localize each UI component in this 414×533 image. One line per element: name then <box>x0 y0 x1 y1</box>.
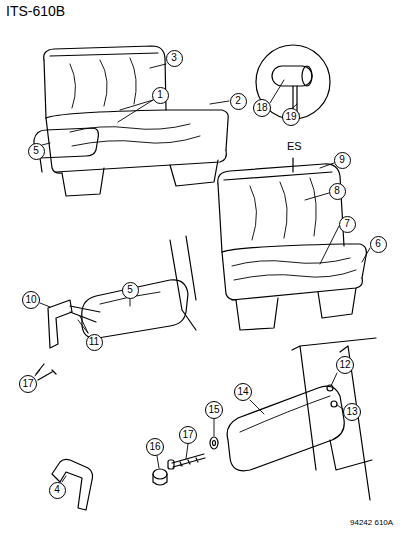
callout-number: 17 <box>22 379 33 389</box>
callout-circle: 18 <box>253 99 271 117</box>
callout-circle: 15 <box>205 401 223 419</box>
callout-number: 13 <box>346 407 357 417</box>
callout-number: 1 <box>157 90 163 100</box>
callout-number: 14 <box>237 387 248 397</box>
figure-label: 94242 610A <box>350 519 393 527</box>
callout-circle: 11 <box>86 334 103 351</box>
callout-number: 18 <box>256 103 267 113</box>
callout-circle: 13 <box>343 403 361 421</box>
figure-label: ES <box>287 141 302 152</box>
callout-number: 16 <box>149 442 160 452</box>
callout-circle: 6 <box>370 236 387 253</box>
callout-number: 4 <box>54 485 60 495</box>
callout-number: 19 <box>285 112 296 122</box>
sheet-title: ITS-610B <box>6 4 65 18</box>
callout-number: 2 <box>235 96 241 106</box>
callout-circle: 3 <box>166 50 183 67</box>
callout-circle: 4 <box>49 482 66 499</box>
callout-number: 8 <box>334 186 340 196</box>
headrest-inset <box>256 45 330 172</box>
callout-number: 12 <box>339 360 350 370</box>
callout-number: 5 <box>127 285 133 295</box>
callout-circle: 14 <box>234 383 252 401</box>
callout-circle: 2 <box>230 93 247 110</box>
bench-seat <box>34 46 228 196</box>
callout-number: 17 <box>182 430 193 440</box>
callout-circle: 5 <box>122 282 139 299</box>
callout-circle: 17 <box>179 426 197 444</box>
callout-circle: 16 <box>146 438 164 456</box>
armrest-assembly <box>36 236 196 380</box>
callout-circle: 9 <box>334 152 351 169</box>
callout-number: 15 <box>208 405 219 415</box>
callout-circle: 10 <box>22 291 40 309</box>
leader-line <box>35 64 370 482</box>
callout-circle: 17 <box>19 375 37 393</box>
callout-number: 11 <box>89 337 99 347</box>
bench-seat <box>218 164 367 330</box>
callout-circle: 5 <box>28 143 45 160</box>
callout-number: 5 <box>33 146 39 156</box>
callout-number: 9 <box>339 155 345 165</box>
callout-number: 6 <box>375 239 381 249</box>
callout-circle: 1 <box>152 87 169 104</box>
callout-circle: 12 <box>336 356 354 374</box>
callout-number: 10 <box>25 295 36 305</box>
callout-circle: 19 <box>282 108 300 126</box>
callout-number: 3 <box>171 53 177 63</box>
handle-part <box>52 459 93 510</box>
callout-circle: 8 <box>329 183 346 200</box>
callout-number: 7 <box>344 219 350 229</box>
callout-circle: 7 <box>339 216 356 233</box>
armrest-part <box>227 338 376 500</box>
